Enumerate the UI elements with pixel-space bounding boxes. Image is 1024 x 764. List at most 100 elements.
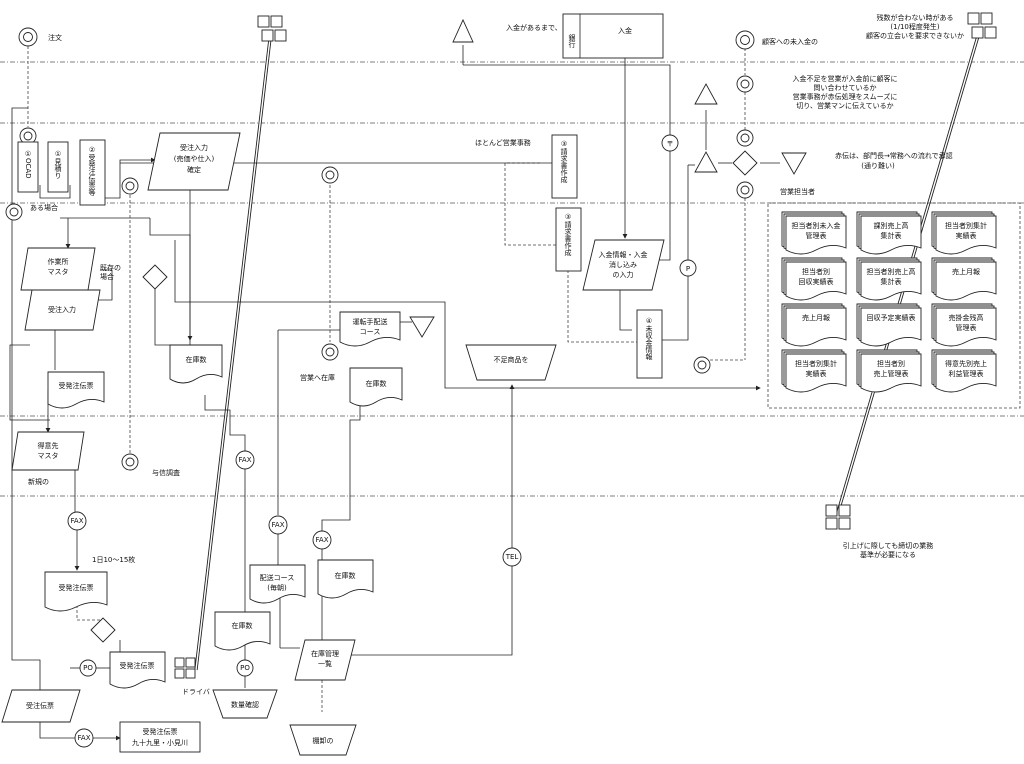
delivery-route-1: 配送コース (260, 573, 295, 582)
note-shortage-3: 営業事務が赤伝処理をスムーズに (793, 92, 898, 101)
report-title-line: 回収実績表 (799, 277, 834, 286)
note-per-day: 1日10～15枚 (92, 555, 135, 564)
note-shortage-2: 問い合わせているか (814, 83, 877, 92)
tel-label: TEL (505, 553, 519, 561)
order-slip-b: 受発注伝票 (59, 583, 94, 592)
connector-labels: FAX PO FAX FAX FAX FAX PO TEL 〒 P (71, 140, 691, 742)
fax-label: FAX (239, 456, 252, 464)
estimate-label: ①見積り (54, 150, 62, 179)
report-title-line: 売上管理表 (874, 369, 909, 378)
connector-circles (67, 134, 697, 748)
site-master-2: マスタ (48, 267, 69, 276)
order-slip-e-1: 受発注伝票 (143, 727, 178, 736)
payment-info-1: 入金情報・入金 (599, 250, 648, 259)
stock-list-2: 一覧 (318, 659, 332, 668)
report-title-line: 集計表 (881, 277, 902, 286)
report-title-line: 得意先別売上 (945, 359, 987, 368)
driver-route-1: 運転手配送 (353, 317, 388, 326)
circle-symbols (5, 27, 755, 471)
stock-count-3: 在庫数 (335, 571, 356, 580)
report-title-line: 管理表 (956, 323, 977, 332)
report-title-line: 担当者別集計 (795, 359, 837, 368)
receivable-label: ④未収金情報 (645, 317, 653, 361)
note-shortage-1: 入金不足を営業が入金前に顧客に (793, 74, 898, 83)
bank-label: 銀行 (568, 33, 576, 49)
order-slip-e-2: 九十九里・小見川 (132, 738, 188, 747)
note-red-slip-2: (通り難い) (861, 161, 895, 170)
ocad-label: ①OCAD (24, 150, 32, 179)
customer-master-2: マスタ (38, 451, 59, 460)
stock-list-1: 在庫管理 (311, 649, 339, 658)
report-title-line: 担当者別売上高 (867, 267, 916, 276)
order-label: 注文 (48, 33, 62, 42)
triangle-diamond-symbols (90, 18, 807, 643)
customer-master-1: 得意先 (38, 441, 59, 450)
payment-label: 入金 (618, 26, 632, 35)
report-document: 回収予定実績表 (856, 303, 922, 347)
order-slip-c: 受発注伝票 (120, 661, 155, 670)
fax-label: FAX (71, 517, 84, 525)
note-credit-check: 与信調査 (152, 468, 180, 477)
order-entry-1: 受注入力 (180, 143, 208, 152)
note-some-case: ある場合 (30, 203, 58, 212)
note-sales-office: ほとんど営業事務 (475, 138, 531, 147)
note-existing-1: 既存の (100, 263, 121, 272)
fax-label: FAX (272, 521, 285, 529)
report-title-line: 担当者別 (802, 267, 830, 276)
report-group-frame (767, 202, 1021, 409)
report-title-line: 集計表 (881, 231, 902, 240)
note-until-payment: 入金があるまで、 (506, 23, 562, 32)
report-title-line: 実績表 (806, 369, 827, 378)
report-title-line: 売掛金残高 (949, 313, 984, 322)
note-new-case: 新規の (28, 477, 49, 486)
note-customer-unpaid: 顧客への未入金の (762, 37, 818, 46)
sales-rep-label: 営業担当者 (780, 187, 815, 196)
process-shapes (1, 13, 665, 753)
report-document: 売上月報 (931, 257, 997, 301)
report-title-line: 回収予定実績表 (867, 313, 916, 322)
report-title-line: 担当者別 (877, 359, 905, 368)
payment-info-3: の入力 (613, 270, 634, 279)
multi-square-symbols (174, 12, 997, 679)
note-withdraw-1: 引上げに際しても締切の業務 (843, 541, 933, 550)
fax-label: FAX (78, 734, 91, 742)
order-slip-label: ②受発注伝票等 (88, 146, 96, 196)
report-title-line: 担当者別未入金 (792, 221, 841, 230)
note-witness: 顧客の立会いを要求できないか (866, 31, 964, 40)
yen-label: 〒 (667, 140, 674, 148)
shape-labels: 銀行 入金 ①OCAD ①見積り ②受発注伝票等 受注入力 (売価や仕入) 確定… (24, 26, 653, 747)
report-title-line: 売上月報 (952, 267, 980, 276)
fax-label: FAX (316, 536, 329, 544)
note-withdraw-2: 基準が必要になる (860, 550, 916, 559)
payment-info-2: 消し込み (609, 260, 637, 269)
order-entry-label: 受注入力 (48, 305, 76, 314)
document-shapes (44, 311, 403, 689)
shortage-label: 不足商品を (494, 355, 529, 364)
note-red-slip-1: 赤伝は、部門長→常務への流れで承認 (835, 151, 953, 160)
note-mismatch: 残数が合わない時がある (877, 13, 954, 22)
note-frequency: (1/10程度発生) (890, 22, 939, 31)
note-existing-2: 場合 (100, 272, 114, 281)
report-title-line: 実績表 (956, 231, 977, 240)
stock-count-2: 在庫数 (366, 379, 387, 388)
report-title-line: 担当者別集計 (945, 221, 987, 230)
order-entry-2: (売価や仕入) (174, 154, 215, 163)
note-shortage-4: 切り、営業マンに伝えているか (796, 101, 893, 110)
order-entry-3: 確定 (187, 165, 201, 174)
report-documents: 担当者別未入金管理表課別売上高集計表担当者別集計実績表担当者別回収実績表担当者別… (781, 211, 997, 393)
report-title-line: 管理表 (806, 231, 827, 240)
report-document: 売上月報 (781, 303, 847, 347)
invoice-label-1: ③請求書作成 (560, 140, 568, 184)
stock-count-1: 在庫数 (186, 355, 207, 364)
report-title-line: 利益管理表 (949, 369, 984, 378)
order-slip-a: 受発注伝票 (59, 381, 94, 390)
report-title-line: 売上月報 (802, 313, 830, 322)
delivery-route-2: (毎朝) (267, 583, 287, 592)
